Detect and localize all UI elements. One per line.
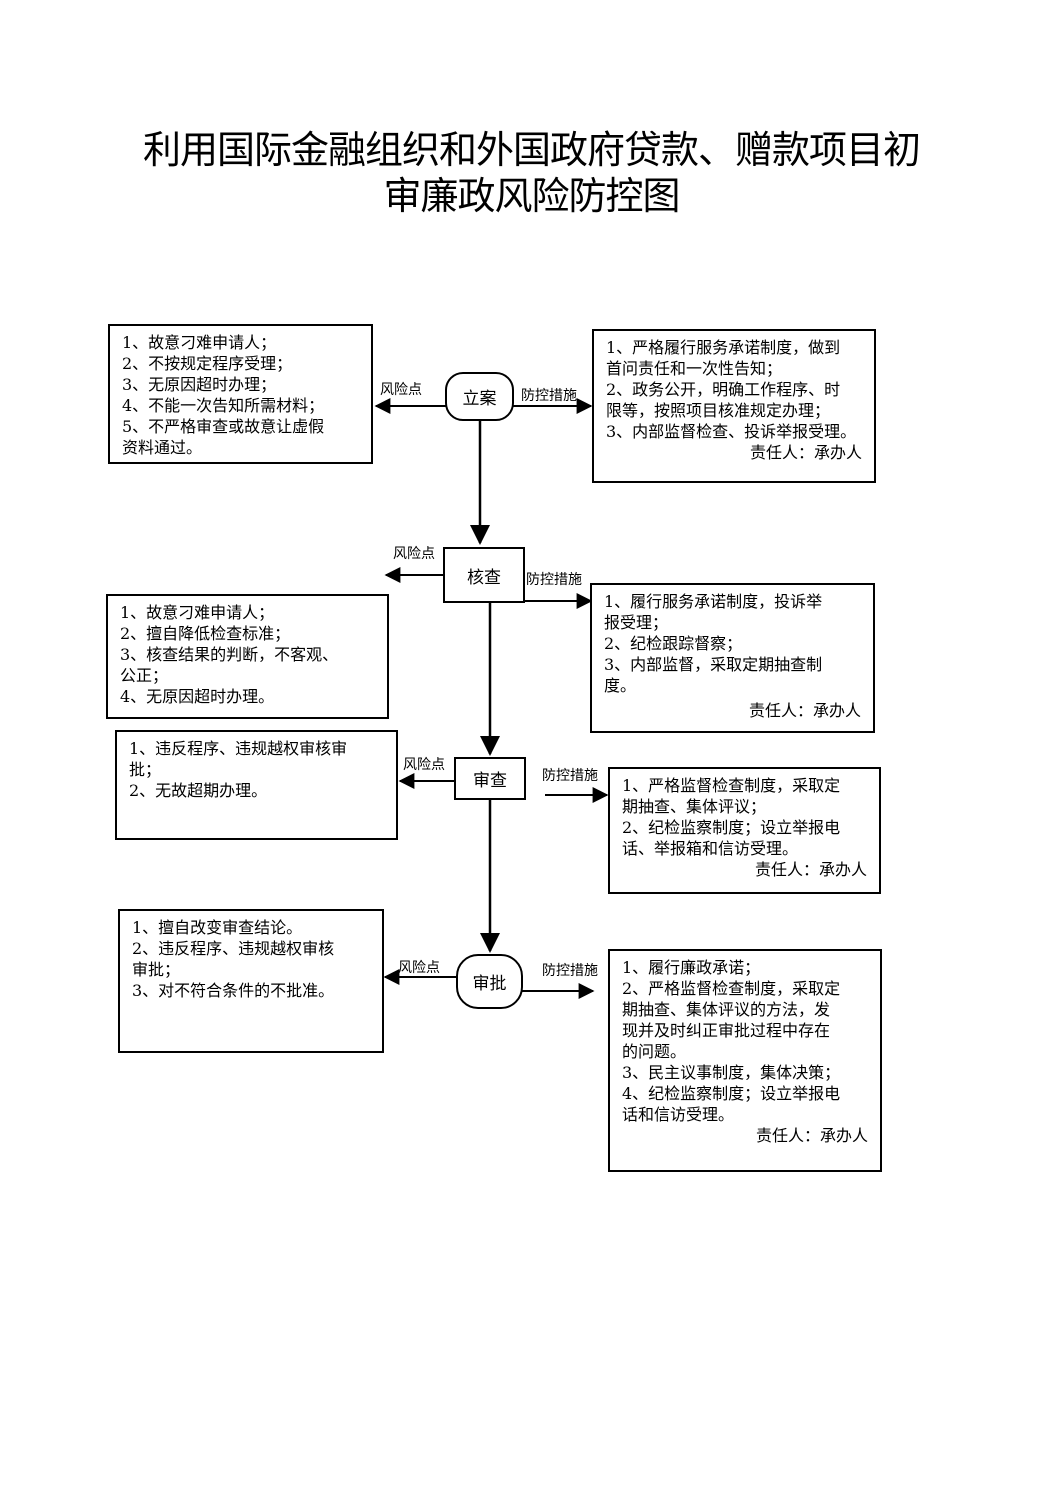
risk-item: 4、不能一次告知所需材料； <box>122 396 325 415</box>
risk-item: 2、无故超期办理。 <box>129 781 268 800</box>
measure-box-filing: 1、严格履行服务承诺制度，做到 首问责任和一次性告知； 2、政务公开，明确工作程… <box>592 329 876 483</box>
risk-item: 3、核查结果的判断，不客观、 <box>120 645 339 664</box>
owner-label: 责任人：承办人 <box>748 701 861 720</box>
measure-item: 现并及时纠正审批过程中存在 <box>622 1021 831 1040</box>
measure-item: 限等，按照项目核准规定办理； <box>606 401 831 420</box>
measure-item: 4、纪检监察制度；设立举报电 <box>622 1084 841 1103</box>
step-node-review: 审查 <box>454 757 526 800</box>
risk-item: 4、无原因超时办理。 <box>120 687 275 706</box>
measure-item: 的问题。 <box>622 1042 687 1061</box>
measure-item: 2、纪检跟踪督察； <box>604 634 743 653</box>
measure-item: 期抽查、集体评议； <box>622 797 767 816</box>
owner-label: 责任人：承办人 <box>755 1126 868 1145</box>
risk-box-verification: 1、故意刁难申请人； 2、擅自降低检查标准； 3、核查结果的判断，不客观、 公正… <box>106 594 389 719</box>
risk-box-filing: 1、故意刁难申请人； 2、不按规定程序受理； 3、无原因超时办理； 4、不能一次… <box>108 324 373 464</box>
page-title-line1: 利用国际金融组织和外国政府贷款、赠款项目初 <box>142 128 921 172</box>
measure-item: 3、内部监督检查、投诉举报受理。 <box>606 422 857 441</box>
risk-item: 1、故意刁难申请人； <box>122 333 277 352</box>
risk-item: 2、违反程序、违规越权审核 <box>132 939 335 958</box>
measure-item: 报受理； <box>604 613 669 632</box>
measure-item: 1、严格监督检查制度，采取定 <box>622 776 841 795</box>
risk-item: 3、对不符合条件的不批准。 <box>132 981 335 1000</box>
control-label-2: 防控措施 <box>526 572 582 588</box>
step-node-approval: 审批 <box>456 954 523 1009</box>
measure-box-verification: 1、履行服务承诺制度，投诉举 报受理； 2、纪检跟踪督察； 3、内部监督，采取定… <box>590 583 875 733</box>
risk-item: 1、违反程序、违规越权审核审 <box>129 739 348 758</box>
risk-label-1: 风险点 <box>380 382 422 398</box>
measure-item: 话、举报箱和信访受理。 <box>622 839 799 858</box>
measure-item: 3、内部监督，采取定期抽查制 <box>604 655 823 674</box>
risk-item: 5、不严格审查或故意让虚假 <box>122 417 325 436</box>
risk-item: 公正； <box>120 666 169 685</box>
measure-item: 度。 <box>604 676 637 695</box>
risk-box-review: 1、违反程序、违规越权审核审 批； 2、无故超期办理。 <box>115 730 398 840</box>
control-label-3: 防控措施 <box>542 768 598 784</box>
measure-item: 首问责任和一次性告知； <box>606 359 783 378</box>
risk-box-approval: 1、擅自改变审查结论。 2、违反程序、违规越权审核 审批； 3、对不符合条件的不… <box>118 909 384 1053</box>
control-label-1: 防控措施 <box>521 388 577 404</box>
risk-item: 2、擅自降低检查标准； <box>120 624 291 643</box>
measure-item: 2、纪检监察制度；设立举报电 <box>622 818 841 837</box>
step-node-verification: 核查 <box>443 547 525 603</box>
measure-item: 1、履行廉政承诺； <box>622 958 761 977</box>
measure-item: 话和信访受理。 <box>622 1105 735 1124</box>
risk-label-2: 风险点 <box>393 546 435 562</box>
step-node-filing: 立案 <box>445 372 514 421</box>
measure-item: 2、严格监督检查制度，采取定 <box>622 979 841 998</box>
measure-box-approval: 1、履行廉政承诺； 2、严格监督检查制度，采取定 期抽查、集体评议的方法，发 现… <box>608 949 882 1172</box>
risk-item: 资料通过。 <box>122 438 203 457</box>
owner-label: 责任人：承办人 <box>749 443 862 462</box>
risk-item: 3、无原因超时办理； <box>122 375 277 394</box>
risk-label-3: 风险点 <box>403 757 445 773</box>
risk-item: 2、不按规定程序受理； <box>122 354 293 373</box>
measure-item: 1、严格履行服务承诺制度，做到 <box>606 338 841 357</box>
measure-item: 1、履行服务承诺制度，投诉举 <box>604 592 823 611</box>
risk-item: 1、擅自改变审查结论。 <box>132 918 303 937</box>
control-label-4: 防控措施 <box>542 963 598 979</box>
risk-label-4: 风险点 <box>398 960 440 976</box>
measure-item: 3、民主议事制度，集体决策； <box>622 1063 841 1082</box>
measure-item: 2、政务公开，明确工作程序、时 <box>606 380 841 399</box>
measure-item: 期抽查、集体评议的方法，发 <box>622 1000 831 1019</box>
page-title-line2: 审廉政风险防控图 <box>383 174 680 218</box>
risk-item: 1、故意刁难申请人； <box>120 603 275 622</box>
owner-label: 责任人：承办人 <box>754 860 867 879</box>
risk-item: 批； <box>129 760 162 779</box>
measure-box-review: 1、严格监督检查制度，采取定 期抽查、集体评议； 2、纪检监察制度；设立举报电 … <box>608 767 881 894</box>
risk-item: 审批； <box>132 960 181 979</box>
